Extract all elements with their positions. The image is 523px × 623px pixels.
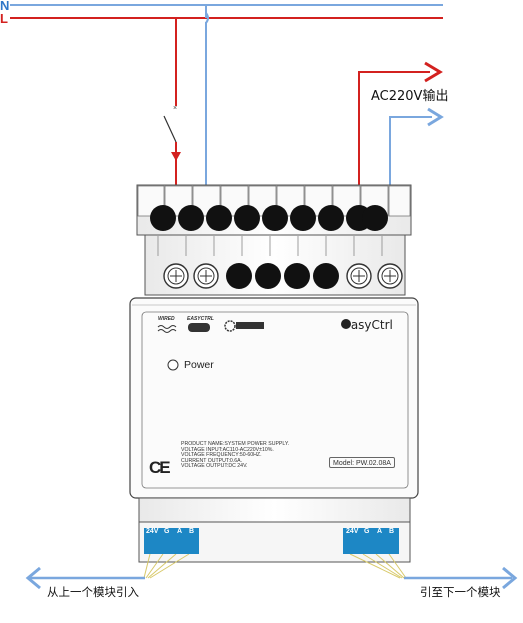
- model-label: Model: PW.02.08A: [329, 457, 395, 468]
- wired-wave-icon: [157, 325, 177, 329]
- terminal-label: B: [189, 528, 195, 535]
- cloud-icon: [188, 323, 210, 332]
- power-led: [167, 359, 179, 371]
- bus-out-arrow: [502, 566, 518, 590]
- spec-line: VOLTAGE FREQUENCY:50-60HZ.: [181, 452, 262, 459]
- bus-in-arrow: [25, 566, 41, 590]
- wired-logo-text: WIRED: [158, 316, 175, 322]
- terminal-label: G: [364, 528, 370, 535]
- output-neutral-arrow: [427, 107, 444, 127]
- spec-line: VOLTAGE OUTPUT:DC 24V.: [181, 463, 248, 470]
- terminal-label: A: [177, 528, 183, 535]
- easyctrl-logo-text: EASYCTRL: [187, 316, 214, 322]
- live-arrow-down: [171, 152, 181, 161]
- terminal-screws: [163, 263, 403, 289]
- terminal-label: A: [377, 528, 383, 535]
- bus-terminal-right: 24V G A B: [343, 528, 399, 554]
- terminal-label: 24V: [346, 528, 359, 535]
- terminal-label: 24V: [146, 528, 159, 535]
- live-label: L: [0, 11, 8, 26]
- bus-terminal-left: 24V G A B: [144, 528, 199, 554]
- product-specs: PRODUCT NAME:SYSTEM POWER SUPPLY. VOLTAG…: [181, 441, 290, 470]
- din-module: [129, 184, 419, 579]
- svg-text:×: ×: [173, 105, 177, 112]
- spec-line: PRODUCT NAME:SYSTEM POWER SUPPLY.: [181, 441, 290, 447]
- switch-lever: [163, 115, 177, 143]
- gear-logo-icon: [224, 320, 236, 332]
- terminal-label: G: [164, 528, 170, 535]
- spec-line: CURRENT OUTPUT:0.6A.: [181, 457, 243, 464]
- brand-rest: asyCtrl: [350, 318, 393, 332]
- neutral-label: N: [0, 0, 10, 13]
- brand-initial: e: [342, 318, 351, 333]
- terminal-label: B: [389, 528, 395, 535]
- output-to-next-label: 引至下一个模块: [420, 585, 501, 599]
- spec-line: VOLTAGE INPUT:AC110-AC220V±10%.: [181, 446, 274, 453]
- output-label: AC220V输出: [371, 89, 449, 104]
- brand-logo-icon: [341, 319, 351, 329]
- power-label: Power: [184, 359, 214, 371]
- output-live-arrow: [424, 61, 443, 83]
- input-from-prev-label: 从上一个模块引入: [47, 585, 139, 599]
- brand-name: easyCtrl: [342, 318, 393, 333]
- ce-mark: CE: [149, 458, 171, 477]
